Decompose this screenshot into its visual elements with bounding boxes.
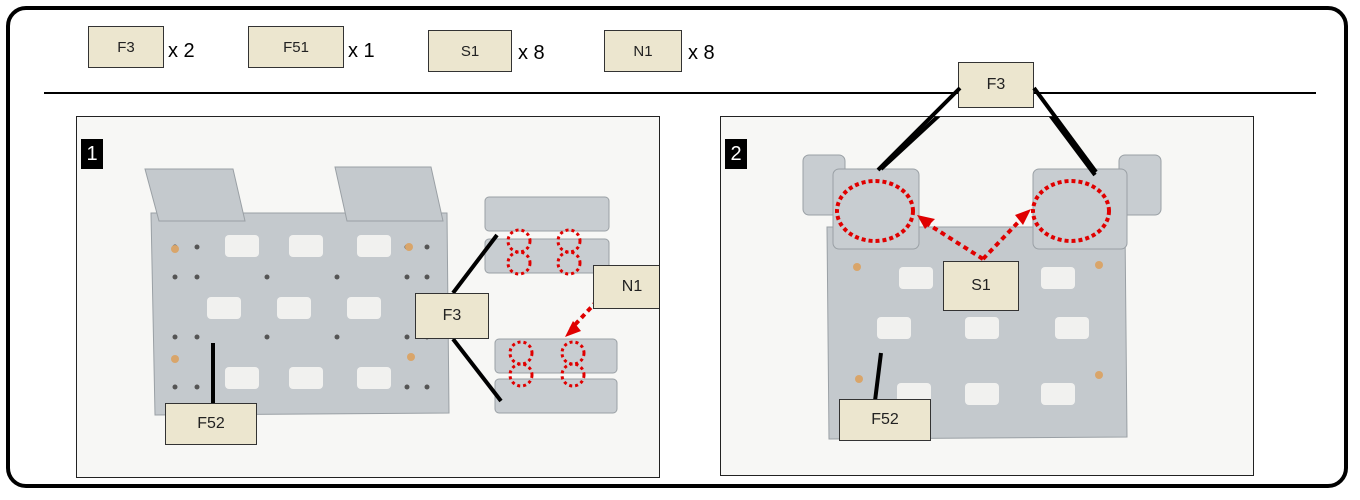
part-qty-f51: x 1 bbox=[348, 40, 375, 62]
nut-highlights bbox=[506, 228, 586, 388]
screw-highlights bbox=[835, 179, 1111, 243]
n1-arrowhead bbox=[565, 321, 581, 337]
step2-panel: 2 S1 F52 bbox=[720, 116, 1254, 476]
step1-label-f3: F3 bbox=[415, 293, 489, 339]
step2-label-f52: F52 bbox=[839, 399, 931, 441]
mounted-f3-right bbox=[1032, 154, 1162, 250]
step2-illustration bbox=[802, 117, 1162, 440]
step1-label-n1: N1 bbox=[593, 265, 659, 309]
step1-number: 1 bbox=[81, 139, 103, 169]
step1-illustration bbox=[144, 166, 618, 416]
part-qty-f3: x 2 bbox=[168, 40, 195, 62]
header-divider bbox=[44, 92, 1316, 94]
part-box-f51: F51 bbox=[248, 26, 344, 68]
mounted-f3-left bbox=[802, 154, 920, 250]
f3-parts-upper bbox=[484, 196, 610, 274]
step1-panel: 1 F3 N1 F52 bbox=[76, 116, 660, 478]
part-qty-s1: x 8 bbox=[518, 42, 545, 64]
s1-arrows bbox=[921, 213, 1027, 261]
step2-number: 2 bbox=[725, 139, 747, 169]
s1-arrowhead-right bbox=[1015, 209, 1031, 225]
step2-label-s1: S1 bbox=[943, 261, 1019, 311]
s1-arrowhead-left bbox=[917, 215, 935, 229]
part-box-f3: F3 bbox=[88, 26, 164, 68]
f3-parts-lower bbox=[494, 338, 618, 414]
part-box-s1: S1 bbox=[428, 30, 512, 72]
step1-label-f52: F52 bbox=[165, 403, 257, 445]
instruction-frame bbox=[6, 6, 1348, 488]
step2-label-f3: F3 bbox=[958, 62, 1034, 108]
part-box-n1: N1 bbox=[604, 30, 682, 72]
part-qty-n1: x 8 bbox=[688, 42, 715, 64]
